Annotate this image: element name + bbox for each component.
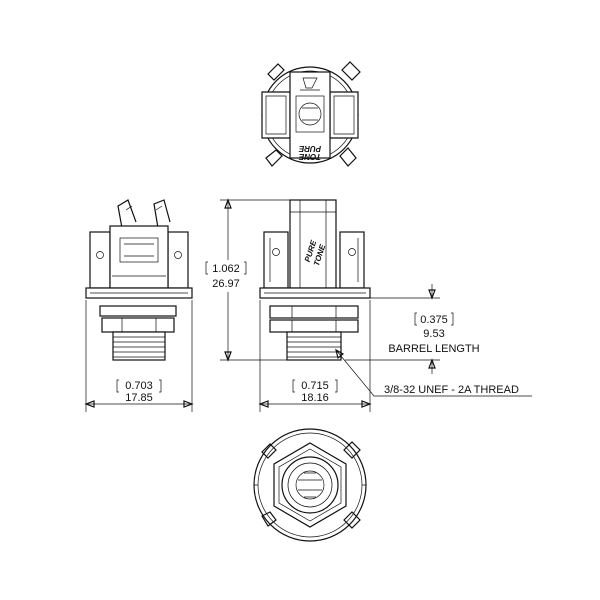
right-width-inch: 0.715 — [301, 380, 329, 392]
height-inch: 1.062 — [212, 263, 240, 275]
left-width-mm: 17.85 — [125, 392, 153, 404]
top-logo-line1: PURE — [298, 144, 321, 153]
left-side-view: 0.703 17.85 — [84, 199, 194, 412]
front-view — [253, 428, 367, 542]
barrel-mm: 9.53 — [423, 328, 444, 340]
barrel-length-label: BARREL LENGTH — [388, 343, 479, 355]
top-logo-line2: TONE — [298, 152, 321, 161]
top-view: PURE TONE — [261, 61, 361, 167]
height-mm: 26.97 — [212, 278, 240, 290]
right-width-mm: 18.16 — [301, 392, 329, 404]
height-label-bg — [202, 260, 252, 292]
barrel-inch: 0.375 — [420, 314, 448, 326]
left-width-inch: 0.703 — [125, 380, 153, 392]
right-side-view: PURE TONE 0.715 18.16 1.062 26.97 0.375 — [202, 198, 532, 412]
thread-label: 3/8-32 UNEF - 2A THREAD — [384, 384, 519, 396]
